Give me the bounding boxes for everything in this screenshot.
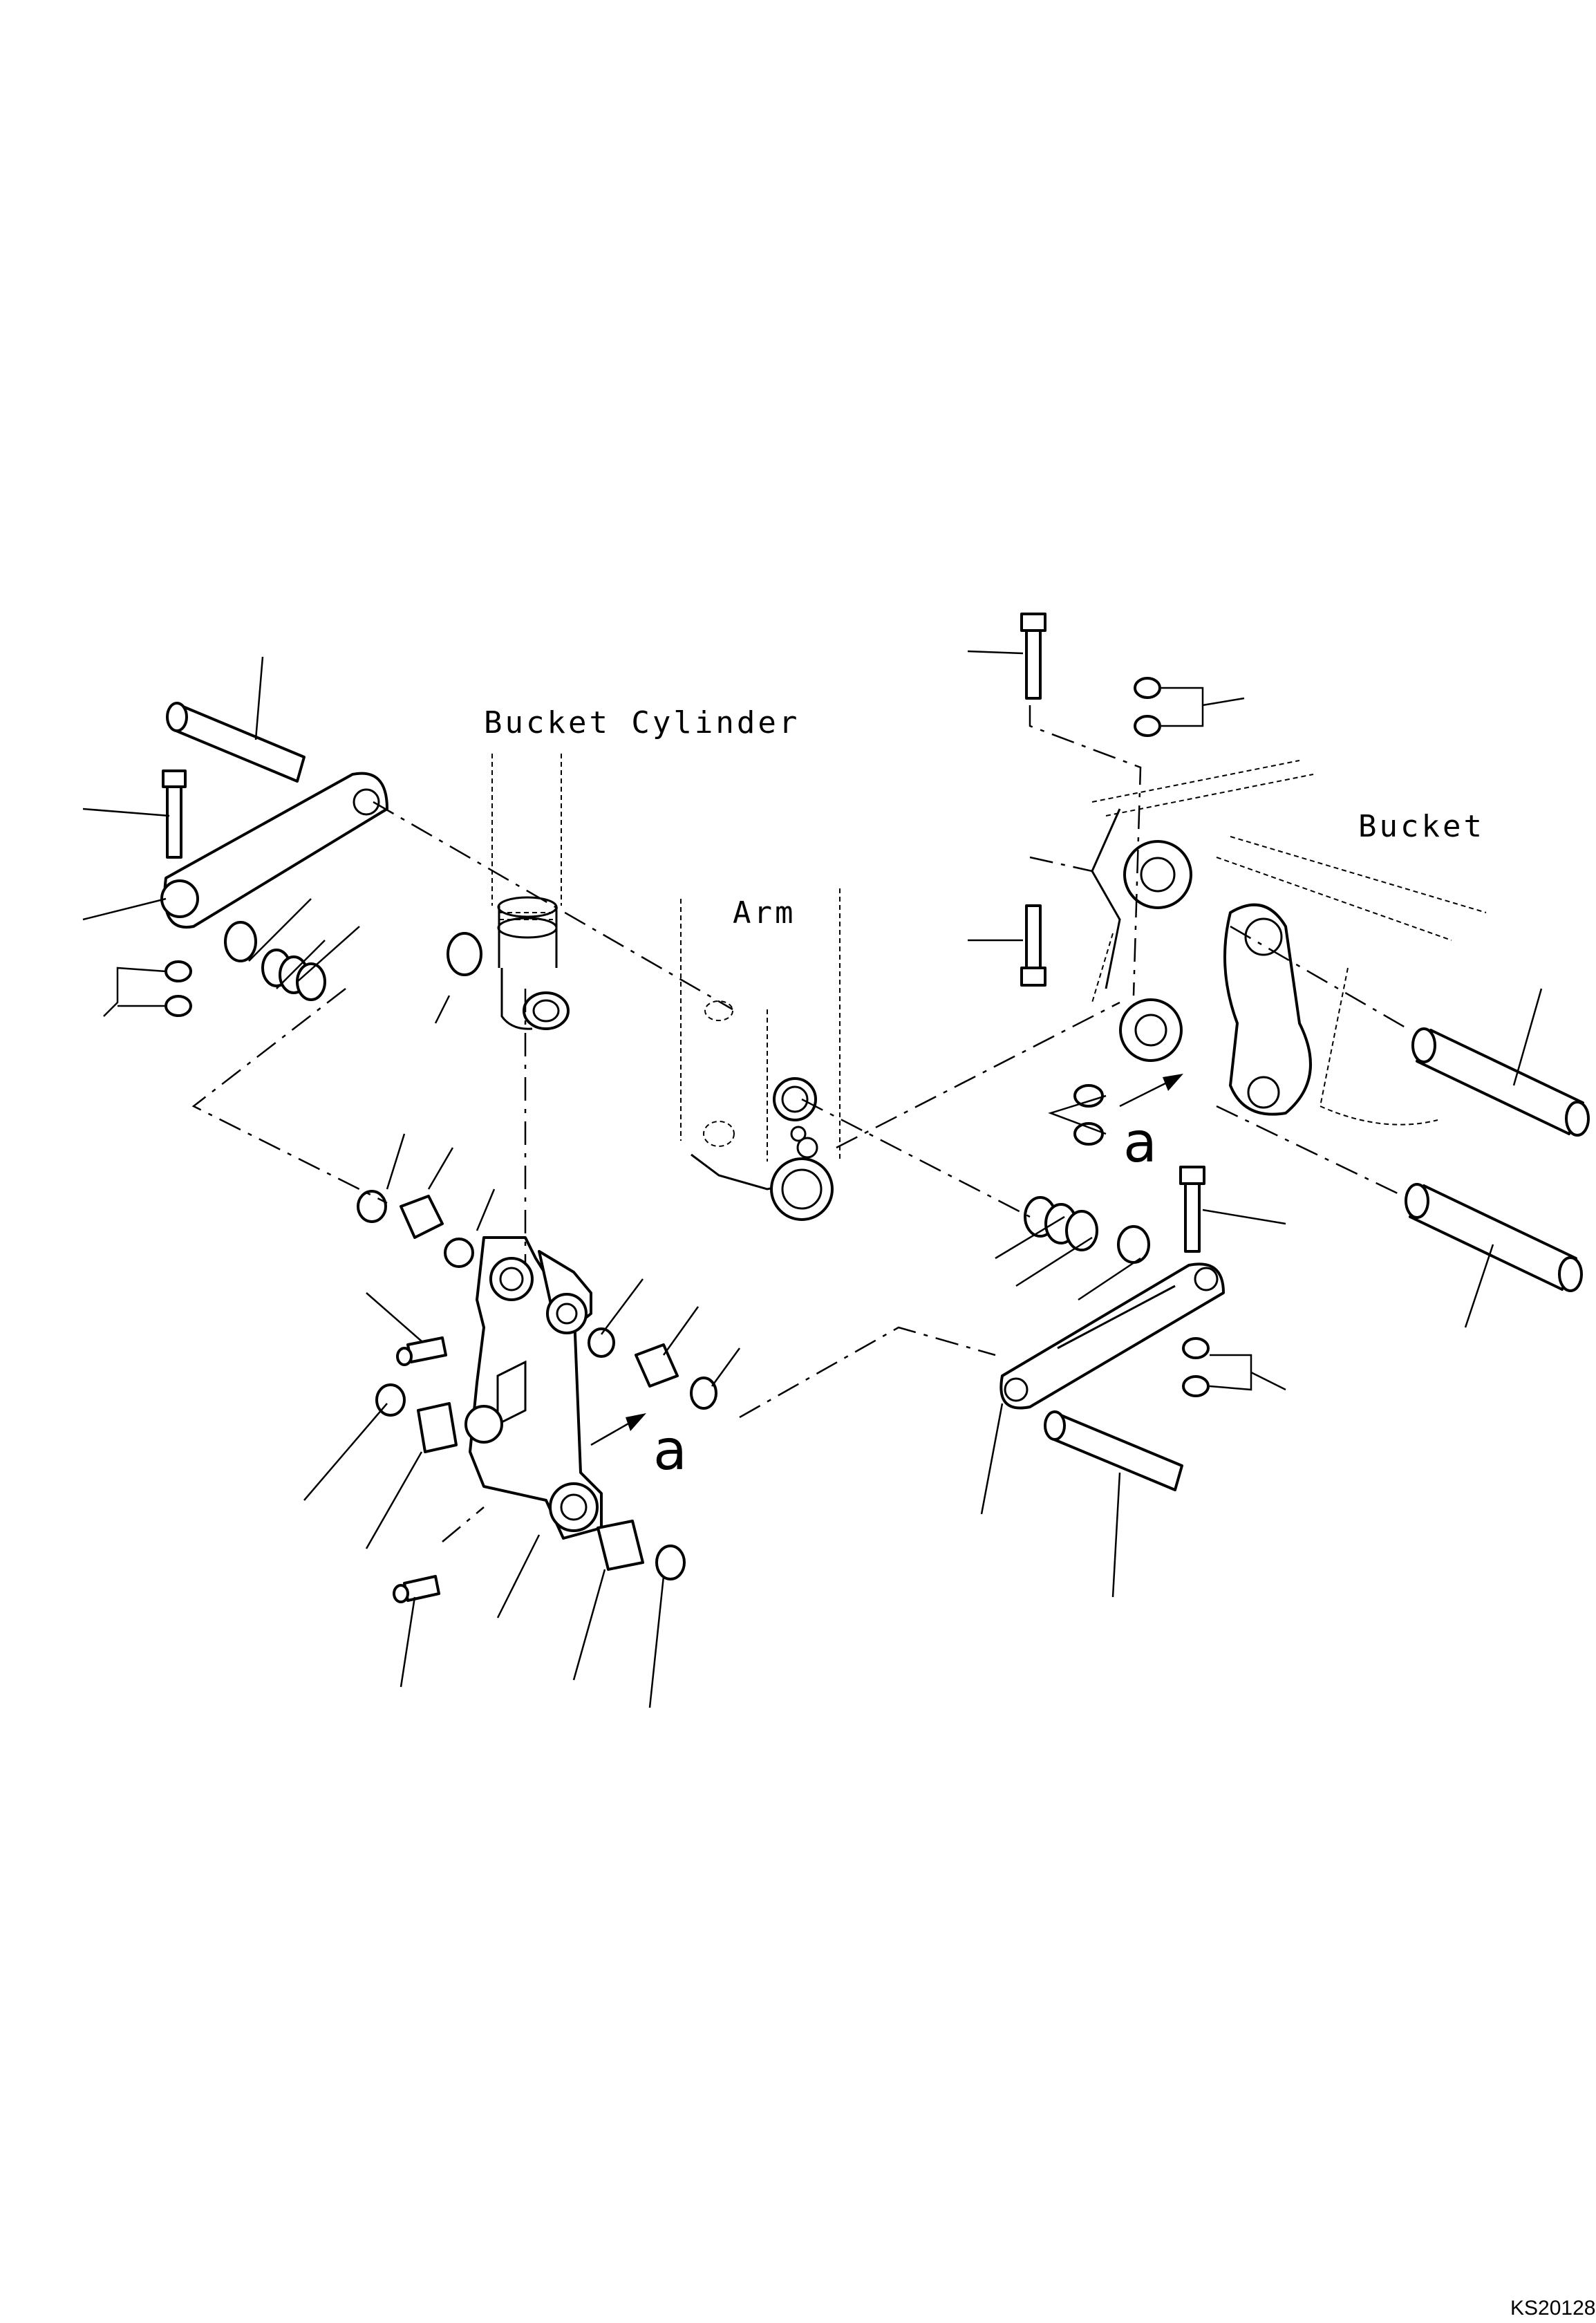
alignment-lines	[191, 705, 1411, 1542]
left-bolt	[162, 769, 187, 859]
label-arm: Arm	[733, 895, 796, 931]
label-bucket-cylinder: Bucket Cylinder	[484, 705, 800, 740]
drawing-code: KS201288	[1510, 2297, 1596, 2320]
bucket-phantom	[1091, 760, 1487, 1126]
right-upper-bolt	[1020, 613, 1046, 700]
right-lower-nuts	[1182, 1337, 1210, 1397]
callout-arrow-left	[590, 1413, 646, 1446]
left-nuts	[165, 960, 192, 1017]
grease-fittings	[393, 1336, 447, 1603]
leader-lines	[82, 650, 1543, 1708]
right-lower-bolt	[1179, 1166, 1205, 1253]
link-assembly	[464, 1236, 603, 1540]
right-mid-bolt	[1020, 904, 1046, 987]
right-link	[999, 1262, 1225, 1410]
left-pin	[166, 702, 306, 783]
callout-a-left: a	[653, 1418, 687, 1482]
callout-a-right: a	[1123, 1110, 1157, 1175]
right-mid-nuts	[1073, 1084, 1104, 1146]
callout-arrow-right	[1119, 1074, 1183, 1108]
label-bucket: Bucket	[1358, 809, 1485, 844]
arm-phantom	[680, 888, 841, 1221]
bucket-pins	[1405, 1027, 1590, 1292]
bucket-cylinder-phantom	[491, 754, 570, 1030]
left-washers-shims	[224, 921, 482, 1001]
bushings-and-seals	[357, 1190, 717, 1580]
right-upper-nuts	[1134, 677, 1161, 737]
right-lower-pin	[1044, 1410, 1183, 1491]
left-link	[160, 772, 388, 929]
